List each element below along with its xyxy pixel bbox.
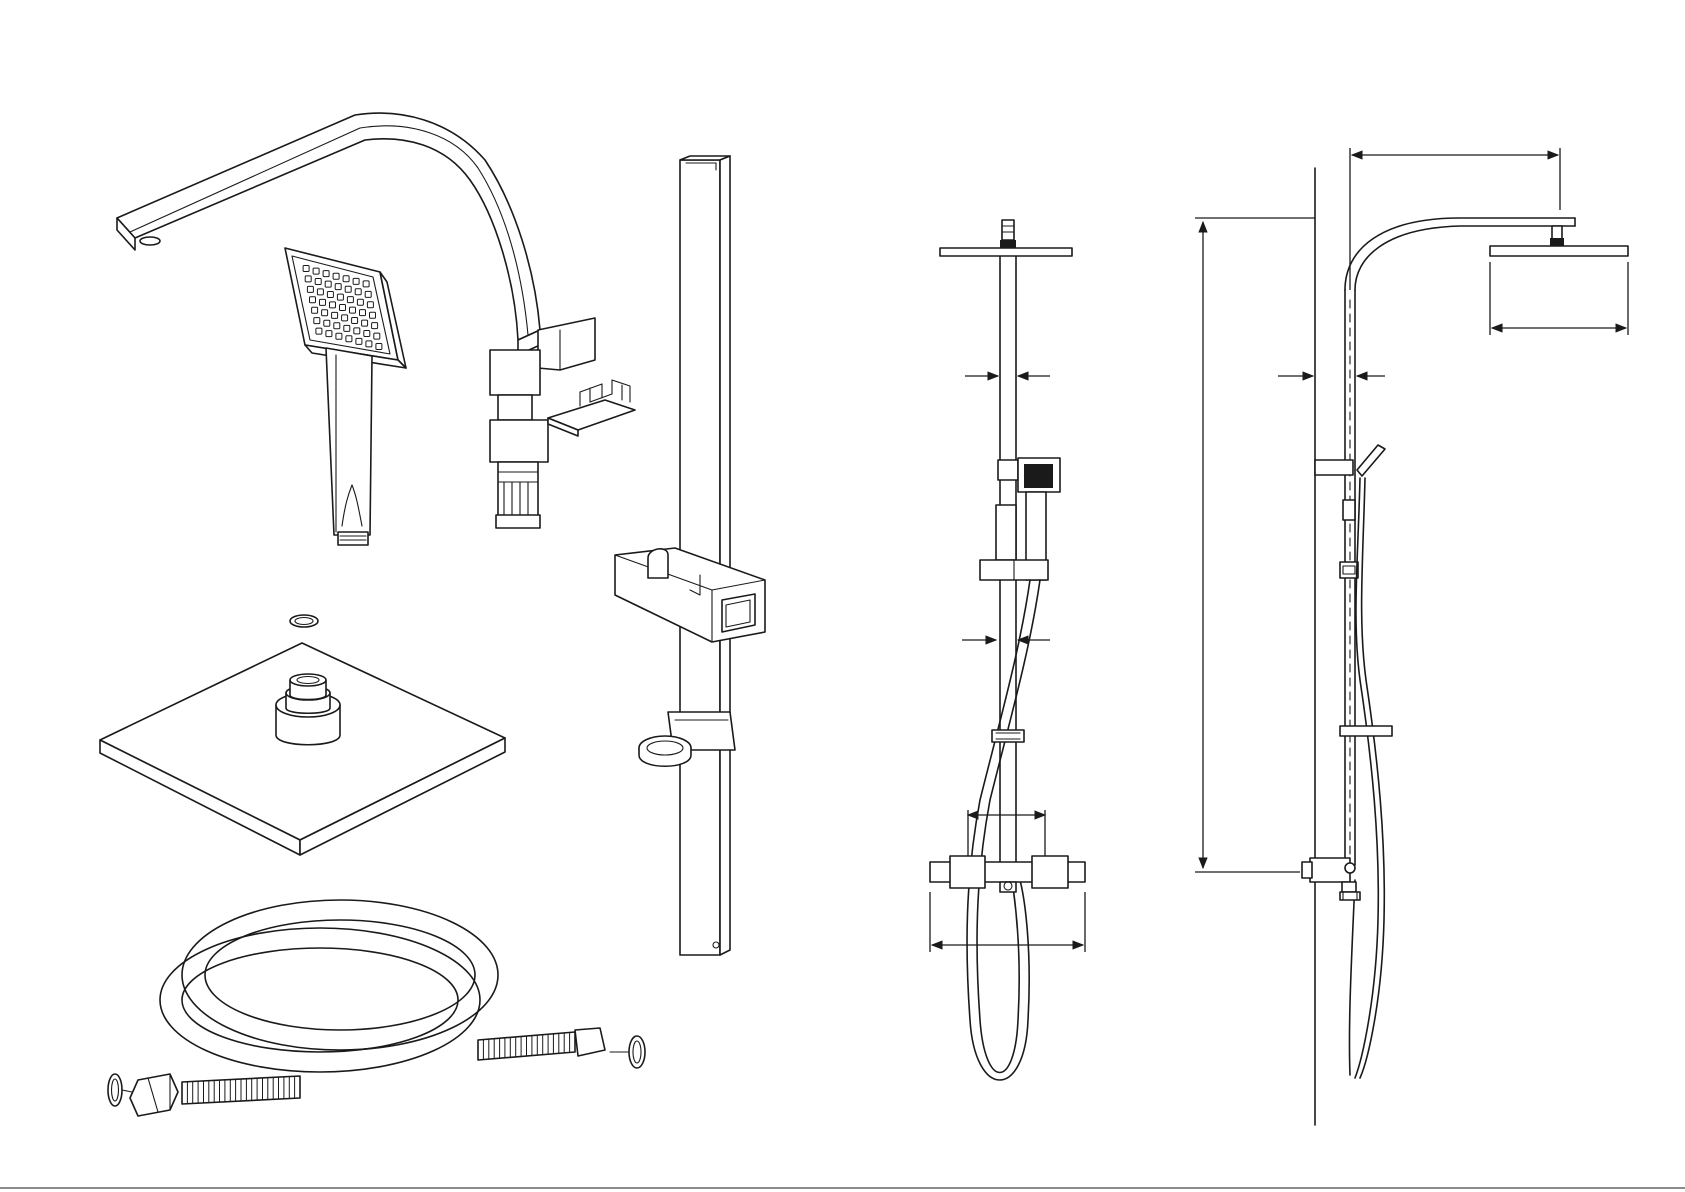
shower-hose <box>108 900 645 1116</box>
hand-shower <box>285 248 406 545</box>
slide-rail <box>615 156 765 955</box>
front-view <box>930 220 1085 1080</box>
shower-head <box>100 615 505 855</box>
side-view <box>1195 148 1628 1125</box>
mounting-clip <box>548 380 635 436</box>
